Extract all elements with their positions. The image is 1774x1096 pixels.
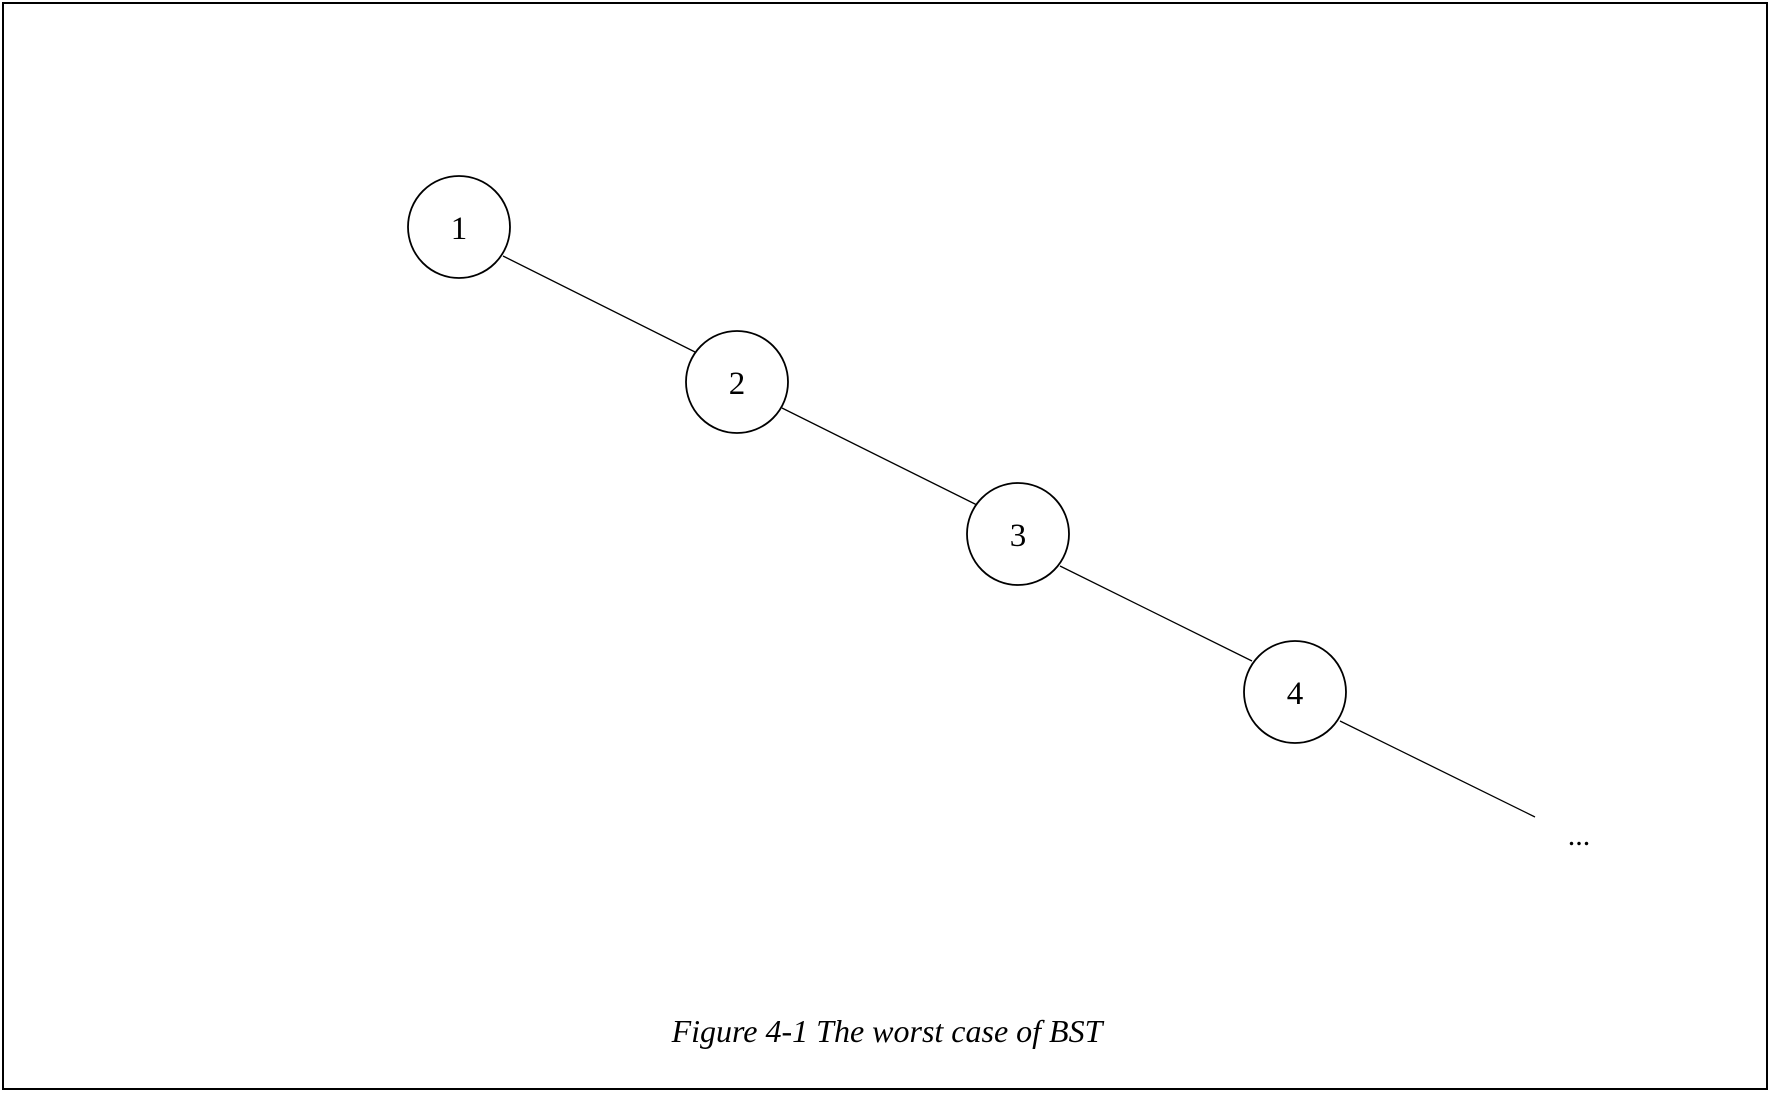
edge-3-4 <box>1059 565 1253 662</box>
node-label-4: 4 <box>1287 676 1304 712</box>
tree-node-4: 4 <box>1243 640 1347 744</box>
continuation-ellipsis: ... <box>1568 819 1591 852</box>
edge-4-continuation <box>1339 720 1536 818</box>
figure-caption: Figure 4-1 The worst case of BST <box>671 1013 1103 1049</box>
node-label-1: 1 <box>451 211 468 247</box>
edge-1-2 <box>502 255 696 353</box>
edge-2-3 <box>781 407 978 506</box>
tree-node-2: 2 <box>685 330 789 434</box>
tree-node-3: 3 <box>966 482 1070 586</box>
node-label-3: 3 <box>1010 518 1027 554</box>
node-label-2: 2 <box>729 366 746 402</box>
tree-node-1: 1 <box>407 175 511 279</box>
